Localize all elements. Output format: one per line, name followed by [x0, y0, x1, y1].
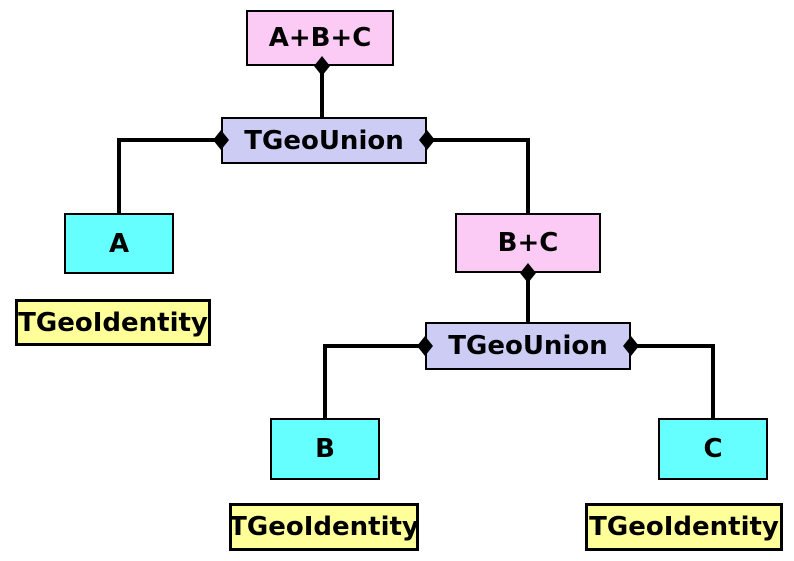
- aggregation-diamond-icon: [314, 56, 330, 76]
- node-shape-c: C: [658, 418, 768, 480]
- connector-line: [320, 64, 324, 119]
- connector-line: [631, 344, 715, 348]
- node-tgeoidentity-a: TGeoIdentity: [15, 299, 211, 346]
- connector-line: [526, 138, 530, 217]
- connector-line: [117, 138, 223, 142]
- node-tgeounion-bottom: TGeoUnion: [425, 322, 631, 370]
- node-tgeoidentity-c: TGeoIdentity: [585, 503, 783, 551]
- aggregation-diamond-icon: [213, 130, 229, 150]
- connector-line: [711, 344, 715, 422]
- node-tgeoidentity-b: TGeoIdentity: [229, 503, 419, 551]
- node-label: TGeoUnion: [244, 125, 404, 156]
- connector-line: [427, 138, 530, 142]
- node-label: TGeoIdentity: [229, 512, 419, 542]
- node-label: TGeoIdentity: [18, 307, 208, 338]
- connector-line: [323, 344, 427, 348]
- node-composite-result-abc: A+B+C: [246, 10, 394, 66]
- node-label: A: [108, 228, 130, 259]
- node-label: TGeoUnion: [448, 331, 608, 361]
- node-tgeounion-top: TGeoUnion: [221, 117, 427, 164]
- node-label: TGeoIdentity: [589, 512, 779, 542]
- node-label: C: [703, 434, 723, 464]
- node-label: A+B+C: [268, 23, 372, 53]
- connector-line: [117, 138, 121, 217]
- node-label: B+C: [497, 228, 559, 258]
- node-label: B: [315, 434, 335, 464]
- aggregation-diamond-icon: [417, 336, 433, 356]
- aggregation-diamond-icon: [520, 263, 536, 283]
- connector-line: [323, 344, 327, 422]
- node-shape-b: B: [270, 418, 380, 480]
- aggregation-diamond-icon: [623, 336, 639, 356]
- aggregation-diamond-icon: [419, 130, 435, 150]
- connector-line: [526, 271, 530, 324]
- node-shape-a: A: [64, 213, 174, 274]
